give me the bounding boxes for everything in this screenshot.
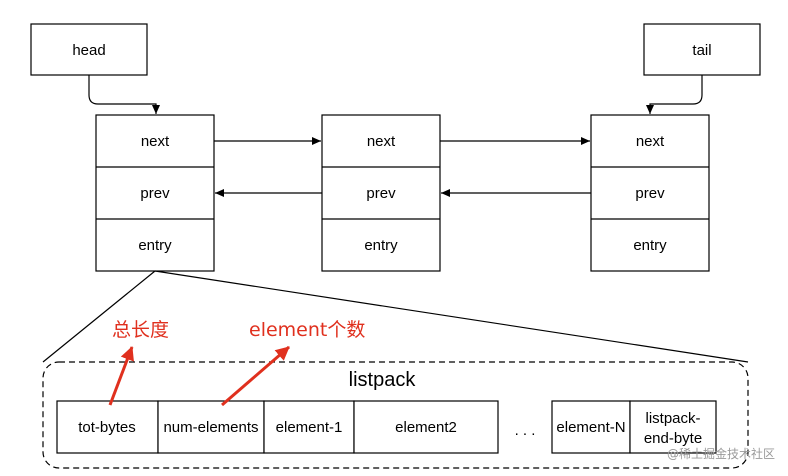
site-watermark: @稀土掘金技术社区 xyxy=(667,446,775,461)
node2-entry-field: entry xyxy=(364,237,398,254)
end-byte-cell-line1: listpack- xyxy=(645,410,700,427)
quicklist-node-2: next prev entry xyxy=(321,114,441,272)
ellipsis: . . . xyxy=(515,422,536,439)
tail-pointer-box: tail xyxy=(643,23,761,76)
node2-prev-field: prev xyxy=(366,185,396,202)
node3-next-field: next xyxy=(636,133,665,150)
expand-line-left xyxy=(42,270,156,363)
element2-cell: element2 xyxy=(395,419,457,436)
head-label: head xyxy=(72,42,105,59)
node1-next-field: next xyxy=(141,133,170,150)
total-length-arrow xyxy=(108,346,134,406)
node3-prev-field: prev xyxy=(635,185,665,202)
node2-next-field: next xyxy=(367,133,396,150)
element-count-annotation: element个数 xyxy=(249,319,365,341)
total-length-annotation: 总长度 xyxy=(112,319,169,341)
num-elements-cell: num-elements xyxy=(163,419,258,436)
listpack-cells: tot-bytes num-elements element-1 element… xyxy=(56,400,717,454)
element-1-cell: element-1 xyxy=(276,419,343,436)
element-n-cell: element-N xyxy=(556,419,625,436)
end-byte-cell-line2: end-byte xyxy=(644,430,702,447)
tot-bytes-cell: tot-bytes xyxy=(78,419,136,436)
listpack-container xyxy=(42,361,749,469)
tail-label: tail xyxy=(692,42,711,59)
node1-entry-field: entry xyxy=(138,237,172,254)
listpack-title: listpack xyxy=(349,369,417,391)
quicklist-node-1: next prev entry xyxy=(95,114,215,272)
head-pointer-box: head xyxy=(30,23,148,76)
head-to-node1-arrow xyxy=(88,75,160,114)
quicklist-node-3: next prev entry xyxy=(590,114,710,272)
node1-prev-field: prev xyxy=(140,185,170,202)
node3-entry-field: entry xyxy=(633,237,667,254)
element-count-arrow xyxy=(221,345,290,407)
expand-line-right xyxy=(154,270,749,363)
tail-to-node3-arrow xyxy=(646,75,703,114)
